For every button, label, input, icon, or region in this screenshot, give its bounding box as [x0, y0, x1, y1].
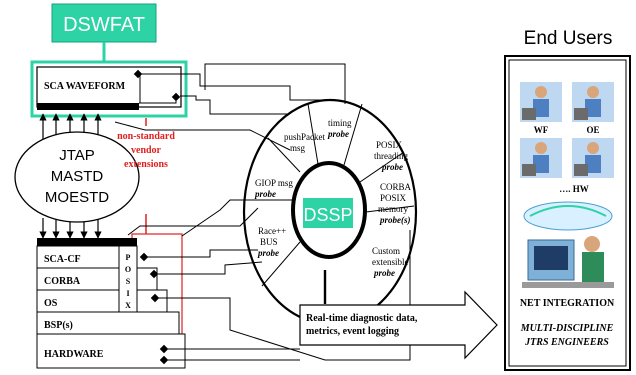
- probe-giop-1: GIOP msg: [255, 178, 293, 188]
- probe-race-1: Race++: [258, 226, 286, 236]
- probe-race-3: probe: [257, 248, 279, 258]
- stack-corba: CORBA: [44, 276, 81, 287]
- label-hw: …. HW: [559, 184, 589, 194]
- label-oe: OE: [586, 125, 599, 135]
- stack-bsp: BSP(s): [44, 320, 73, 331]
- probe-posix-2: threading: [374, 151, 408, 161]
- posix-i: I: [126, 289, 129, 298]
- probe-custom-2: extensible: [372, 257, 409, 267]
- end-users-panel: End Users WF OE …. HW: [505, 28, 630, 370]
- end-users-title: End Users: [524, 28, 613, 49]
- stack-hardware: HARDWARE: [44, 349, 104, 360]
- arrow-text-2: metrics, event logging: [306, 326, 399, 337]
- sca-waveform-box: SCA WAVEFORM: [32, 62, 186, 116]
- footer-line2: JTRS ENGINEERS: [524, 337, 609, 348]
- probe-posix-1: POSIX: [376, 140, 403, 150]
- probe-corba-4: probe(s): [379, 215, 411, 225]
- stack-os: OS: [44, 298, 58, 309]
- footer-line1: MULTI-DISCIPLINE: [520, 323, 614, 334]
- sca-waveform-label: SCA WAVEFORM: [44, 81, 126, 92]
- probe-corba-2: POSIX: [380, 193, 407, 203]
- user-icon-oe: [572, 82, 614, 122]
- probe-custom-1: Custom: [372, 246, 400, 256]
- tool-mastd: MASTD: [51, 168, 104, 185]
- arrow-text-1: Real-time diagnostic data,: [306, 313, 418, 324]
- label-net-integration: NET INTEGRATION: [520, 298, 615, 309]
- probe-race-2: BUS: [260, 237, 278, 247]
- vendor-ext-line3: extensions: [124, 159, 168, 170]
- tool-jtap: JTAP: [59, 147, 95, 164]
- tool-moestd: MOESTD: [45, 189, 109, 206]
- posix-p: P: [126, 253, 131, 262]
- vendor-ext-line1: non-standard: [117, 131, 175, 142]
- label-wf: WF: [534, 125, 549, 135]
- probe-corba-1: CORBA: [380, 182, 412, 192]
- dswfat-label: DSWFAT: [63, 14, 145, 36]
- probe-corba-3: memory: [378, 204, 408, 214]
- probe-giop-2: probe: [254, 189, 276, 199]
- probe-posix-3: probe: [381, 162, 403, 172]
- user-icon-wf: [520, 82, 562, 122]
- user-icon-hw-2: [572, 138, 614, 178]
- posix-s: S: [126, 277, 131, 286]
- net-integration-icon: [520, 200, 616, 292]
- diagnostic-data-arrow: Real-time diagnostic data, metrics, even…: [300, 292, 497, 358]
- posix-o: O: [125, 265, 131, 274]
- probe-timing-2: probe: [327, 129, 349, 139]
- probe-push-1: pushPacket: [284, 132, 325, 142]
- probe-push-2: msg: [290, 143, 306, 153]
- dssp-label: DSSP: [303, 205, 352, 225]
- jtap-tools-circle: JTAP MASTD MOESTD: [15, 132, 139, 222]
- dswfat-box: DSWFAT: [52, 4, 156, 42]
- probe-timing-1: timing: [328, 118, 352, 128]
- stack-sca-cf: SCA-CF: [44, 254, 81, 265]
- posix-x: X: [125, 301, 131, 310]
- probe-custom-3: probe: [373, 268, 395, 278]
- user-icon-hw-1: [520, 138, 562, 178]
- vendor-ext-line2: vendor: [131, 145, 162, 156]
